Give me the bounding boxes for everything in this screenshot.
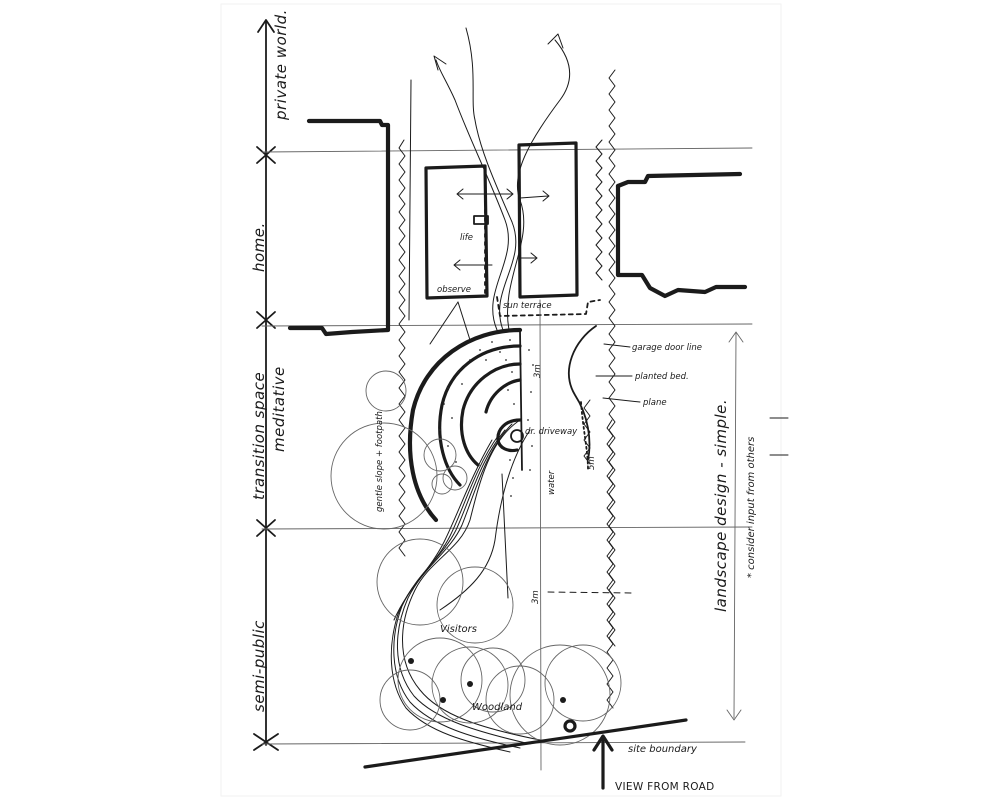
zone-divider-mark xyxy=(256,146,276,164)
zone-divider-mark xyxy=(253,733,279,751)
note-sun-terrace: sun terrace xyxy=(503,301,552,311)
planted-bed-stipple xyxy=(439,339,534,497)
note-observe: observe xyxy=(437,285,471,295)
house-block-left xyxy=(424,164,489,300)
note-consider-input: * consider input from others xyxy=(746,437,757,578)
left-boundary-planting xyxy=(398,139,406,557)
note-water: water xyxy=(547,470,557,495)
landscape-dimension-line xyxy=(726,331,789,721)
tree-canopies xyxy=(330,370,622,746)
note-planted-bed: planted bed. xyxy=(634,372,689,382)
note-driveway: dr. driveway xyxy=(525,427,578,437)
note-3m-a: 3m xyxy=(533,364,543,378)
zone-label-private: private world. xyxy=(272,9,290,121)
note-woodland: Woodland xyxy=(472,702,523,713)
zone-scale xyxy=(253,19,279,751)
zone-divider-mark xyxy=(256,311,276,329)
paper-sheet xyxy=(220,3,782,797)
note-site-boundary: site boundary xyxy=(628,744,698,755)
zone-label-transition: transition space xyxy=(250,372,268,500)
zone-label-home: home. xyxy=(250,222,268,272)
zone-divider-mark xyxy=(256,519,276,537)
zone-label-semi-public: semi-public xyxy=(250,620,268,712)
neighbour-house-right xyxy=(615,171,748,299)
note-3m-b: 3m xyxy=(531,590,541,604)
footpath-ribbons xyxy=(390,419,541,753)
house-arrows xyxy=(453,188,550,271)
house-block-right xyxy=(496,141,601,317)
note-footpath: gentle slope + footpath xyxy=(375,411,385,512)
flow-lines xyxy=(408,27,571,331)
note-landscape-design: landscape design - simple. xyxy=(712,399,730,612)
note-view-from-road: VIEW FROM ROAD xyxy=(615,781,714,793)
leader-lines xyxy=(429,301,641,403)
neighbour-house-left xyxy=(287,118,391,337)
note-garage-line: garage door line xyxy=(632,343,702,353)
garden-arcs xyxy=(407,327,524,523)
right-boundary-planting xyxy=(583,69,616,709)
note-visitors: Visitors xyxy=(440,624,477,635)
note-life: life xyxy=(460,233,473,243)
life-symbol xyxy=(473,215,489,225)
zone-label-meditative: meditative xyxy=(270,366,288,452)
note-plane: plane xyxy=(642,398,667,408)
note-5m: 5m xyxy=(587,456,597,470)
site-boundary xyxy=(363,718,688,790)
zone-lines xyxy=(261,147,753,745)
